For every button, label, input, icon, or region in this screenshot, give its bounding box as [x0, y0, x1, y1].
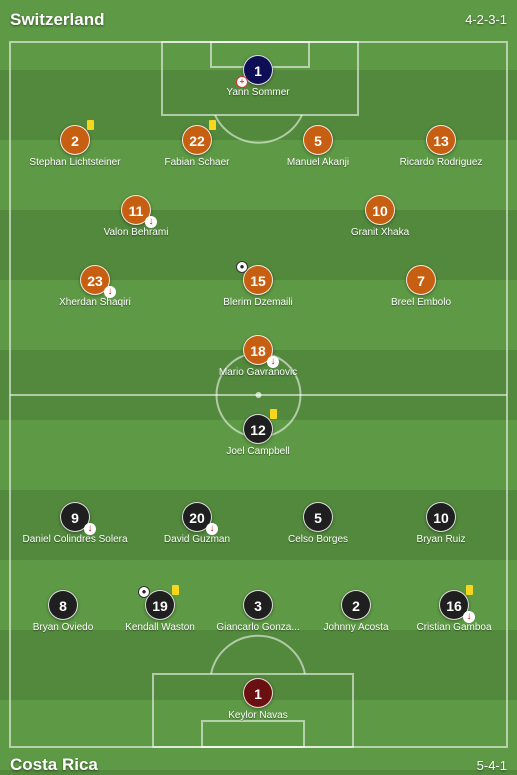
shirt-number: 1+ — [236, 55, 273, 88]
player-name: Yann Sommer — [226, 87, 290, 98]
shirt-number: 20↓ — [182, 502, 218, 535]
away-player-navas[interactable]: 1 Keylor Navas — [198, 678, 318, 721]
away-player-campbell[interactable]: 12 Joel Campbell — [198, 409, 318, 457]
away-player-ruiz[interactable]: 10 Bryan Ruiz — [381, 502, 501, 545]
player-name: Valon Behrami — [103, 227, 169, 238]
player-name: Ricardo Rodriguez — [399, 157, 483, 168]
shirt-number: 18↓ — [243, 335, 279, 368]
home-player-sommer[interactable]: 1+ Yann Sommer — [198, 55, 318, 98]
away-team-name: Costa Rica — [10, 755, 98, 774]
player-name: Manuel Akanji — [286, 157, 350, 168]
shirt-number: 13 — [426, 125, 456, 155]
substitution-out-icon: ↓ — [104, 286, 116, 298]
shirt-number: 2 — [341, 590, 371, 620]
shirt-number: 2 — [60, 120, 94, 155]
shirt-number: 22 — [182, 120, 216, 155]
yellow-card-icon — [466, 585, 473, 595]
player-name: Mario Gavranovic — [218, 367, 298, 378]
shirt-number: 12 — [243, 409, 277, 444]
player-name: Joel Campbell — [226, 446, 290, 457]
away-formation: 5-4-1 — [476, 758, 507, 773]
yellow-card-icon — [172, 585, 179, 595]
home-player-behrami[interactable]: 11↓ Valon Behrami — [76, 195, 196, 238]
away-player-waston[interactable]: 19● Kendall Waston — [100, 585, 220, 633]
player-name: Stephan Lichtsteiner — [29, 157, 121, 168]
shirt-number: 19● — [138, 585, 179, 620]
substitution-out-icon: ↓ — [267, 356, 279, 368]
shirt-number: 10 — [426, 502, 456, 532]
shirt-number: 16↓ — [439, 585, 475, 623]
shirt-number: 10 — [365, 195, 395, 225]
player-name: Granit Xhaka — [350, 227, 410, 238]
home-player-lichtsteiner[interactable]: 2 Stephan Lichtsteiner — [15, 120, 135, 168]
yellow-card-icon — [87, 120, 94, 130]
substitution-out-icon: ↓ — [463, 611, 475, 623]
yellow-card-icon — [209, 120, 216, 130]
player-name: Daniel Colindres Solera — [22, 534, 128, 545]
shirt-number: 9↓ — [60, 502, 96, 535]
substitution-out-icon: ↓ — [206, 523, 218, 535]
shirt-number: 11↓ — [121, 195, 157, 228]
substitution-out-icon: ↓ — [145, 216, 157, 228]
home-player-shaqiri[interactable]: 23↓ Xherdan Shaqiri — [35, 265, 155, 308]
player-name: Xherdan Shaqiri — [59, 297, 131, 308]
away-player-colindres[interactable]: 9↓ Daniel Colindres Solera — [15, 502, 135, 545]
away-player-borges[interactable]: 5 Celso Borges — [258, 502, 378, 545]
home-player-dzemaili[interactable]: 15● Blerim Dzemaili — [198, 261, 318, 308]
ball-icon: ● — [236, 261, 248, 273]
home-player-gavranovic[interactable]: 18↓ Mario Gavranovic — [198, 335, 318, 378]
shirt-number: 15● — [236, 261, 273, 295]
player-name: Bryan Ruiz — [416, 534, 466, 545]
substitution-out-icon: ↓ — [84, 523, 96, 535]
shirt-number: 3 — [243, 590, 273, 620]
player-name: Blerim Dzemaili — [223, 297, 293, 308]
player-name: David Guzman — [163, 534, 231, 545]
home-player-akanji[interactable]: 5 Manuel Akanji — [258, 125, 378, 168]
home-team-name: Switzerland — [10, 10, 105, 29]
player-name: Breel Embolo — [390, 297, 452, 308]
home-player-embolo[interactable]: 7 Breel Embolo — [361, 265, 481, 308]
player-name: Cristian Gamboa — [416, 622, 492, 633]
shirt-number: 8 — [48, 590, 78, 620]
shirt-number: 23↓ — [80, 265, 116, 298]
shirt-number: 7 — [406, 265, 436, 295]
home-player-xhaka[interactable]: 10 Granit Xhaka — [320, 195, 440, 238]
away-player-guzman[interactable]: 20↓ David Guzman — [137, 502, 257, 545]
away-player-acosta[interactable]: 2 Johnny Acosta — [296, 590, 416, 633]
yellow-card-icon — [270, 409, 277, 419]
captain-flag-icon: + — [236, 76, 248, 88]
shirt-number: 5 — [303, 125, 333, 155]
home-formation: 4-2-3-1 — [465, 12, 507, 27]
away-player-gonzalez[interactable]: 3 Giancarlo Gonza... — [198, 590, 318, 633]
player-name: Celso Borges — [287, 534, 349, 545]
away-player-oviedo[interactable]: 8 Bryan Oviedo — [3, 590, 123, 633]
ball-icon: ● — [138, 586, 150, 598]
player-name: Keylor Navas — [228, 710, 288, 721]
home-player-rodriguez[interactable]: 13 Ricardo Rodriguez — [381, 125, 501, 168]
player-name: Fabian Schaer — [164, 157, 230, 168]
home-player-schaer[interactable]: 22 Fabian Schaer — [137, 120, 257, 168]
away-player-gamboa[interactable]: 16↓ Cristian Gamboa — [394, 585, 514, 633]
shirt-number: 1 — [243, 678, 273, 708]
shirt-number: 5 — [303, 502, 333, 532]
